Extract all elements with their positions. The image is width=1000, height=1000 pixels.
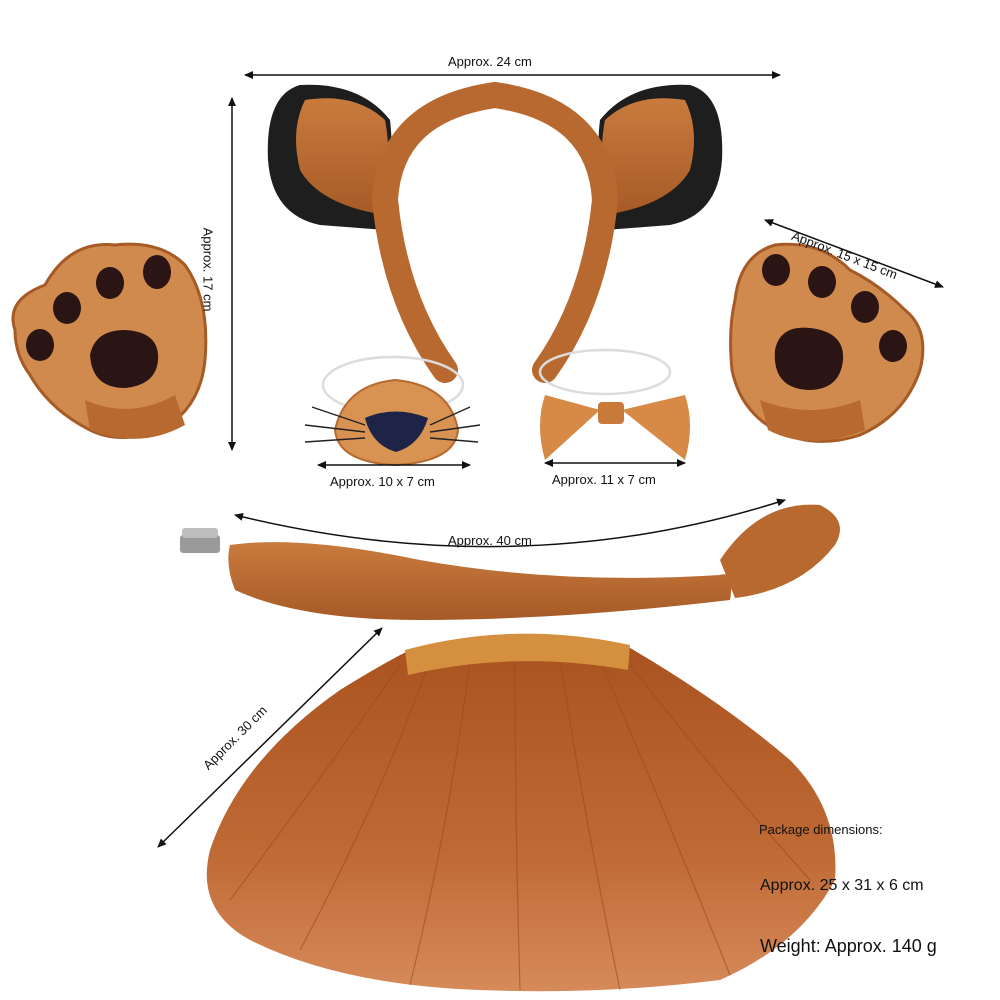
bowtie-label: Approx. 11 x 7 cm (552, 472, 656, 487)
package-size-label: Approx. 25 x 31 x 6 cm (760, 877, 924, 894)
tail-arrow (234, 498, 786, 548)
headband-height-label: Approx. 17 cm (200, 227, 216, 312)
tutu-skirt (206, 633, 836, 992)
headband-width-label: Approx. 24 cm (448, 54, 532, 69)
right-ear-fur (601, 98, 694, 215)
headband-band (371, 81, 619, 383)
dimension-arrows (157, 71, 944, 848)
package-dimensions-title: Package dimensions: (759, 822, 883, 837)
skirt-arrow (157, 627, 383, 848)
headband (267, 81, 723, 383)
nose-label: Approx. 10 x 7 cm (330, 474, 435, 489)
nose-mask (304, 355, 481, 467)
weight-label: Weight: Approx. 140 g (760, 936, 937, 956)
left-ear-fur (296, 98, 389, 215)
tail-label: Approx. 40 cm (448, 533, 532, 548)
tail (180, 504, 840, 620)
gloves-arrow (764, 219, 944, 288)
bow-tie (538, 348, 690, 460)
left-paw-glove (11, 242, 208, 439)
